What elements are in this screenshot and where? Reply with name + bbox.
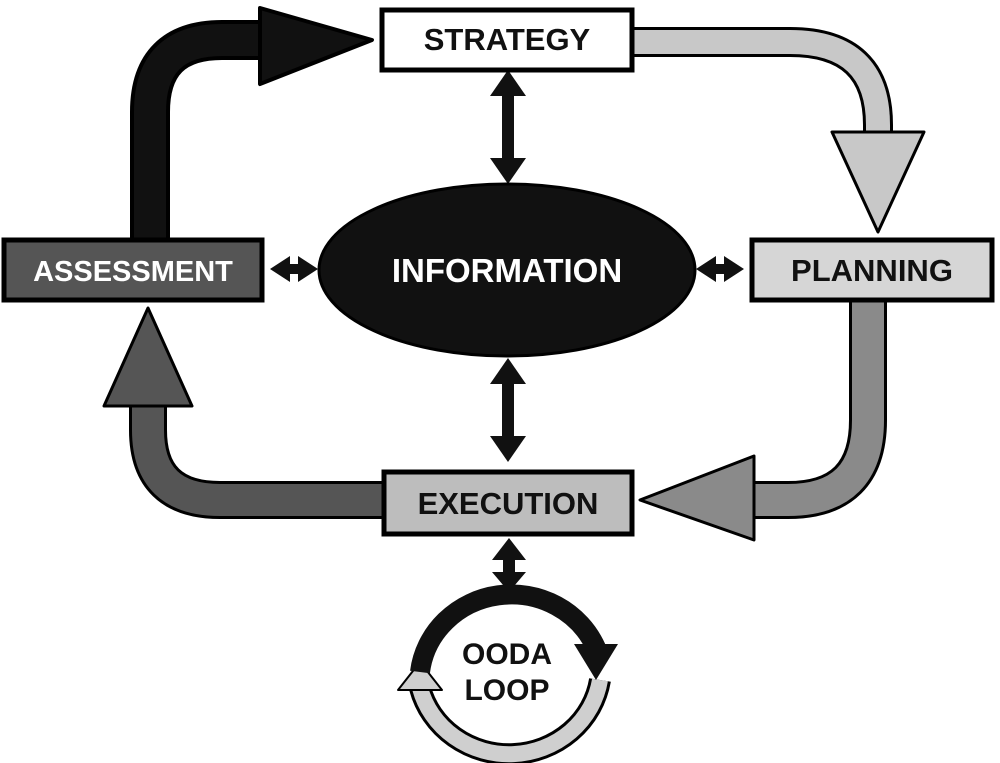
node-strategy: STRATEGY bbox=[379, 7, 635, 73]
connector-assessment-information bbox=[270, 256, 318, 282]
arrow-execution-to-assessment bbox=[102, 306, 384, 519]
ooda-label-line1: OODA bbox=[462, 638, 552, 671]
connector-strategy-information bbox=[490, 70, 526, 184]
node-planning: PLANNING bbox=[749, 237, 995, 303]
ooda-label-line2: LOOP bbox=[464, 674, 549, 707]
node-information-label: INFORMATION bbox=[392, 252, 622, 289]
node-assessment: ASSESSMENT bbox=[1, 237, 265, 303]
node-execution-label: EXECUTION bbox=[418, 486, 599, 521]
connector-execution-ooda bbox=[492, 538, 526, 592]
node-assessment-label: ASSESSMENT bbox=[33, 256, 233, 288]
node-planning-label: PLANNING bbox=[791, 253, 953, 288]
node-information: INFORMATION bbox=[317, 182, 697, 358]
ooda-loop: OODA LOOP bbox=[397, 584, 618, 763]
arrow-strategy-to-planning bbox=[632, 27, 926, 234]
arrow-assessment-to-strategy bbox=[130, 6, 374, 242]
node-strategy-label: STRATEGY bbox=[424, 22, 591, 57]
node-execution: EXECUTION bbox=[381, 469, 635, 537]
arrow-planning-to-execution bbox=[638, 302, 887, 542]
connector-information-execution bbox=[490, 358, 526, 462]
connector-information-planning bbox=[696, 256, 744, 282]
